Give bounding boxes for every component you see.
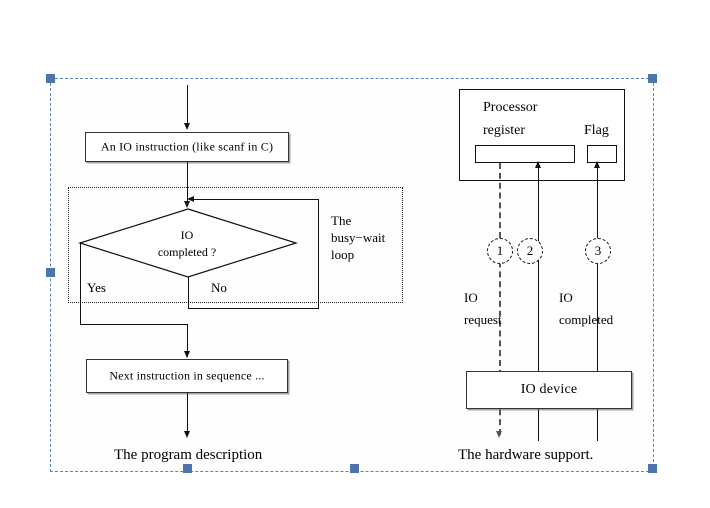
device-to-register-arrowhead	[534, 161, 541, 168]
busy-wait-label-line1: The	[331, 213, 352, 228]
step-marker-3[interactable]: 3	[585, 238, 611, 264]
step-marker-1[interactable]: 1	[487, 238, 513, 264]
hardware-support-caption: The hardware support.	[458, 447, 594, 463]
busy-wait-region	[68, 187, 403, 303]
decision-label-line1: IO	[180, 228, 194, 242]
flag-slot[interactable]	[587, 145, 617, 163]
device-to-flag-line-upper	[597, 163, 598, 371]
yes-branch-horizontal-line	[80, 324, 187, 325]
io-instruction-box[interactable]: An IO instruction (like scanf in C)	[85, 132, 289, 162]
entry-connector-line	[187, 85, 188, 127]
next-instruction-label: Next instruction in sequence ...	[109, 368, 265, 383]
yes-branch-to-next-line	[187, 324, 188, 357]
io-device-box[interactable]: IO device	[466, 371, 632, 409]
io-request-label-line1: IO	[464, 290, 478, 305]
instruction-to-decision-arrowhead	[183, 201, 190, 208]
no-branch-up-line	[318, 199, 319, 309]
yes-branch-arrowhead	[183, 351, 190, 358]
step-marker-2[interactable]: 2	[517, 238, 543, 264]
io-request-dashed-line	[499, 163, 501, 435]
no-branch-return-line	[190, 199, 319, 200]
instruction-to-decision-line	[187, 162, 188, 206]
device-to-register-line-upper	[538, 163, 539, 371]
selection-handle-bottom-mid[interactable]	[350, 464, 359, 473]
busy-wait-label-line3: loop	[331, 247, 355, 262]
processor-register-slot[interactable]	[475, 145, 575, 163]
selection-handle-bottom-left[interactable]	[183, 464, 192, 473]
io-request-arrowhead	[495, 431, 502, 438]
slide-canvas[interactable]: An IO instruction (like scanf in C) IO c…	[50, 78, 654, 472]
selection-handle-top-left[interactable]	[46, 74, 55, 83]
selection-handle-top-right[interactable]	[648, 74, 657, 83]
yes-branch-down-line	[80, 242, 81, 325]
exit-connector-line	[187, 393, 188, 435]
decision-label-line2: completed ?	[157, 245, 217, 259]
selection-handle-bottom-right[interactable]	[648, 464, 657, 473]
exit-arrowhead	[183, 431, 190, 438]
next-instruction-box[interactable]: Next instruction in sequence ...	[86, 359, 288, 393]
io-completed-label-line1: IO	[559, 290, 573, 305]
io-device-label: IO device	[520, 382, 578, 397]
no-branch-down-line	[188, 277, 189, 309]
io-completed-label-line2: completed	[559, 312, 614, 327]
device-to-flag-arrowhead	[593, 161, 600, 168]
yes-label: Yes	[87, 280, 106, 295]
no-branch-bottom-line	[188, 308, 319, 309]
io-request-label-line2: request	[464, 312, 502, 327]
busy-wait-label-line2: busy−wait	[331, 230, 386, 245]
selection-handle-middle-left[interactable]	[46, 268, 55, 277]
no-branch-arrowhead	[187, 195, 194, 202]
processor-title-line2: register	[483, 123, 525, 138]
io-instruction-label: An IO instruction (like scanf in C)	[100, 139, 274, 154]
flag-label: Flag	[584, 123, 609, 138]
program-description-caption: The program description	[114, 447, 263, 463]
no-label: No	[211, 280, 227, 295]
entry-arrowhead	[183, 123, 190, 130]
processor-title-line1: Processor	[483, 100, 538, 115]
